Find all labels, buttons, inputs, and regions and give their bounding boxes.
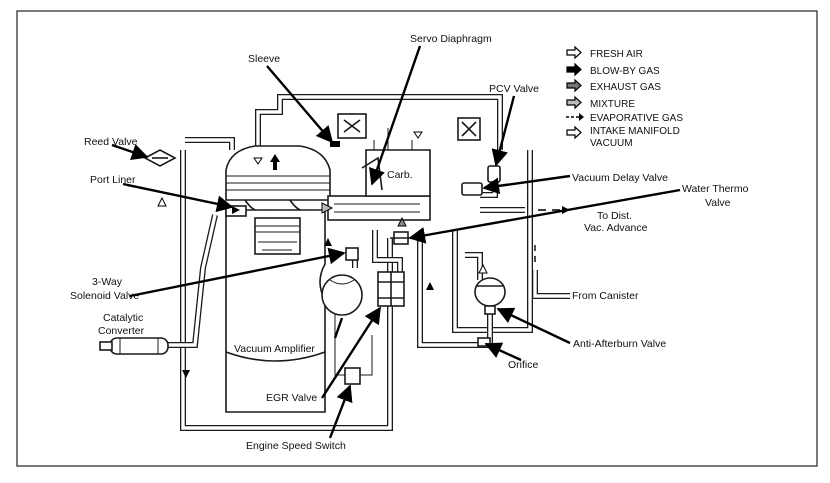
pcv-valve-leader xyxy=(491,95,516,167)
mixture-arrow-icon xyxy=(566,95,582,110)
carb-label: Carb. xyxy=(387,169,413,181)
three-way-solenoid-label-1: 3-Way xyxy=(92,276,123,288)
cylinder-head xyxy=(225,145,331,201)
reed-valve-label: Reed Valve xyxy=(84,136,138,148)
legend-evaporative-gas-text: EVAPORATIVE GAS xyxy=(590,113,683,124)
fresh-air-flow-arrow-3 xyxy=(157,196,167,207)
three-way-solenoid-label-2: Solenoid Valve xyxy=(70,290,139,302)
legend-mixture: MIXTURE xyxy=(566,95,635,110)
to-dist-label-1: To Dist. xyxy=(597,210,632,222)
water-thermo-valve xyxy=(390,231,412,245)
sleeve-leader xyxy=(266,65,334,144)
pcv-valve-label: PCV Valve xyxy=(489,83,539,95)
port-liner-label: Port Liner xyxy=(90,174,136,186)
exhaust-flow-arrow-2 xyxy=(426,282,434,290)
flow-arrows xyxy=(157,131,570,378)
anti-afterburn-valve-label: Anti-Afterburn Valve xyxy=(573,338,666,350)
fresh-air-flow-arrow-2 xyxy=(413,131,423,139)
servo-diaphragm-leader xyxy=(369,45,422,186)
legend-intake-vacuum-text-2: VACUUM xyxy=(590,138,633,149)
reed-valve xyxy=(143,149,177,167)
blow-by-flow-arrow-2 xyxy=(324,238,332,246)
components xyxy=(99,141,506,385)
pcv-valve xyxy=(487,165,501,183)
exhaust-gas-arrow-icon xyxy=(566,78,582,93)
legend-exhaust-gas: EXHAUST GAS xyxy=(566,78,661,93)
catalytic-converter-label-1: Catalytic xyxy=(103,312,143,324)
water-thermo-valve-leader xyxy=(408,188,681,244)
vacuum-delay-valve xyxy=(461,182,483,196)
orifice-label: Orifice xyxy=(508,359,538,371)
engine-speed-switch-leader xyxy=(328,384,353,439)
fresh-air-flow-arrow-1 xyxy=(253,157,263,165)
egr-valve-leader xyxy=(320,306,382,399)
to-dist-label-2: Vac. Advance xyxy=(584,222,648,234)
legend-intake-vacuum-text-1: INTAKE MANIFOLD xyxy=(590,126,680,137)
leader-lines xyxy=(111,45,681,439)
vacuum-amplifier-label: Vacuum Amplifier xyxy=(234,343,315,355)
orifice-leader xyxy=(484,342,522,362)
engine-block xyxy=(225,209,326,413)
legend-fresh-air: FRESH AIR xyxy=(566,45,643,60)
legend-blow-by-gas-text: BLOW-BY GAS xyxy=(590,66,660,77)
anti-afterburn-valve xyxy=(474,277,506,315)
exhaust-flow-arrow-1 xyxy=(232,206,240,214)
servo-diaphragm-label: Servo Diaphragm xyxy=(410,33,492,45)
from-canister-label: From Canister xyxy=(572,290,639,302)
evaporative-gas-arrow-icon xyxy=(579,113,584,121)
diagram-frame xyxy=(16,10,818,467)
water-thermo-valve-label-1: Water Thermo xyxy=(682,183,749,195)
vacuum-delay-valve-leader xyxy=(482,174,571,195)
reed-valve-leader xyxy=(111,143,149,161)
blow-by-flow-arrow-1 xyxy=(270,154,280,170)
mixture-flow-arrow-1 xyxy=(321,202,334,214)
intake-vacuum-arrow-icon xyxy=(566,125,582,140)
catalytic-converter-label-2: Converter xyxy=(98,325,145,337)
legend-mixture-text: MIXTURE xyxy=(590,99,635,110)
intake-manifold xyxy=(327,195,431,221)
legend-evaporative-gas: EVAPORATIVE GAS xyxy=(566,113,683,124)
engine-speed-switch xyxy=(344,367,361,385)
piston xyxy=(254,217,301,255)
legend-intake-manifold-vacuum: INTAKE MANIFOLD VACUUM xyxy=(566,125,680,149)
three-way-solenoid-leader xyxy=(129,247,346,298)
legend-exhaust-gas-text: EXHAUST GAS xyxy=(590,82,661,93)
vacuum-amplifier-leader xyxy=(333,317,344,339)
water-thermo-valve-label-2: Valve xyxy=(705,197,731,209)
legend: FRESH AIR BLOW-BY GAS EXHAUST GAS MIXTUR… xyxy=(566,45,683,149)
egr-valve xyxy=(377,271,405,307)
vacuum-amplifier xyxy=(321,274,363,316)
labels: Servo Diaphragm Sleeve PCV Valve Reed Va… xyxy=(70,33,749,452)
exhaust-flow-arrow-3 xyxy=(182,370,190,378)
engine: Carb. xyxy=(225,113,481,413)
sleeve-label: Sleeve xyxy=(248,53,280,65)
mixture-flow-arrow-2 xyxy=(397,216,407,227)
legend-fresh-air-text: FRESH AIR xyxy=(590,49,643,60)
fresh-air-arrow-icon xyxy=(566,45,582,60)
catalytic-converter xyxy=(99,337,169,355)
orifice xyxy=(477,337,491,347)
port-liner-leader xyxy=(122,182,234,213)
anti-afterburn-valve-leader xyxy=(496,307,571,345)
sleeve xyxy=(330,141,340,147)
vacuum-delay-valve-label: Vacuum Delay Valve xyxy=(572,172,668,184)
egr-valve-label: EGR Valve xyxy=(266,392,317,404)
blow-by-gas-arrow-icon xyxy=(566,62,582,77)
engine-speed-switch-label: Engine Speed Switch xyxy=(246,440,346,452)
three-way-solenoid-valve xyxy=(345,247,359,261)
vacuum-flow-arrow-1 xyxy=(478,263,488,274)
legend-blow-by-gas: BLOW-BY GAS xyxy=(566,62,660,77)
